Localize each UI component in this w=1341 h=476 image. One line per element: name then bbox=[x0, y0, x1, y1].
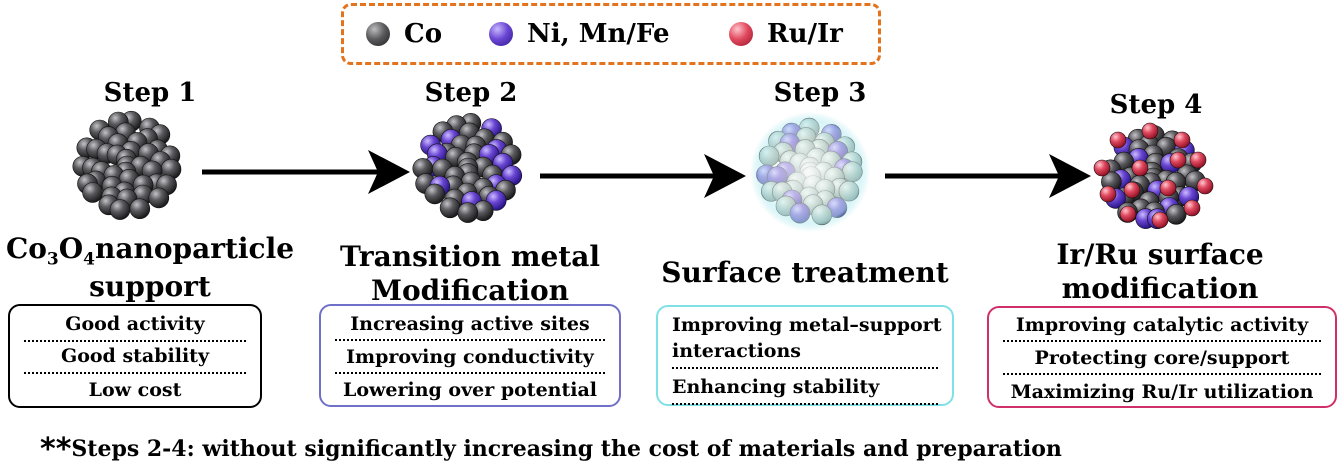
property-improving-conductivity: Improving conductivity bbox=[346, 346, 594, 368]
step-2-properties-box: Increasing active sites Improving conduc… bbox=[319, 304, 621, 407]
property-good-activity: Good activity bbox=[65, 313, 205, 335]
ru-ir-atom bbox=[1183, 199, 1201, 217]
step-1-label: Step 1 bbox=[103, 78, 197, 108]
step-4-properties-box: Improving catalytic activity Protecting … bbox=[987, 306, 1337, 408]
step-2-title-line2: Modification bbox=[370, 274, 570, 307]
property-maximizing-ru-ir-utilization: Maximizing Ru/Ir utilization bbox=[1010, 381, 1314, 403]
atom bbox=[148, 187, 170, 209]
step-1-properties-box: Good activity Good stability Low cost bbox=[8, 304, 262, 408]
step-1-title-line2: support bbox=[89, 270, 211, 303]
atom bbox=[439, 197, 461, 219]
legend-item-co: Co bbox=[366, 6, 442, 62]
particle-step-4 bbox=[1093, 122, 1214, 229]
property-protecting-core-support: Protecting core/support bbox=[1034, 347, 1290, 369]
ru-ir-atom bbox=[1131, 159, 1149, 177]
atom bbox=[129, 198, 151, 219]
atom bbox=[109, 199, 131, 220]
arrow-step-2-to-3 bbox=[540, 154, 746, 198]
property-increasing-active-sites: Increasing active sites bbox=[350, 313, 590, 335]
legend-label-co: Co bbox=[404, 19, 443, 49]
property-improving-metal-support: Improving metal–support bbox=[672, 314, 942, 336]
property-lowering-over-potential: Lowering over potential bbox=[342, 379, 597, 401]
particle-step-1 bbox=[72, 110, 182, 220]
step-2-label: Step 2 bbox=[424, 78, 518, 108]
step-1-title: Co3O4nanoparticle bbox=[5, 232, 295, 270]
atom bbox=[424, 183, 446, 205]
step-4-title-line2: modification bbox=[1061, 272, 1259, 305]
step-3-label: Step 3 bbox=[773, 78, 867, 108]
particle-step-3 bbox=[750, 112, 870, 232]
step-4-title-line1: Ir/Ru surface bbox=[1056, 238, 1264, 271]
property-interactions: interactions bbox=[672, 340, 801, 362]
surface-treatment-halo bbox=[750, 112, 870, 232]
property-good-stability: Good stability bbox=[60, 345, 209, 367]
ru-ir-atom-icon bbox=[729, 22, 753, 46]
co-atom-icon bbox=[366, 22, 390, 46]
ru-ir-atom bbox=[1119, 205, 1137, 223]
property-low-cost: Low cost bbox=[88, 379, 182, 401]
step-3-properties-box: Improving metal–support interactions Enh… bbox=[656, 305, 954, 406]
footnote-text: Steps 2-4: without significantly increas… bbox=[71, 436, 1062, 462]
property-improving-catalytic-activity: Improving catalytic activity bbox=[1015, 314, 1309, 336]
ru-ir-atom bbox=[1123, 181, 1141, 199]
ru-ir-atom bbox=[1189, 151, 1207, 169]
footnote-marker: ** bbox=[40, 432, 72, 467]
step-3-title: Surface treatment bbox=[661, 256, 949, 289]
step-4-label: Step 4 bbox=[1109, 90, 1203, 120]
ru-ir-atom bbox=[1196, 177, 1214, 195]
legend-item-ru-ir: Ru/Ir bbox=[729, 6, 843, 62]
footnote: **Steps 2-4: without significantly incre… bbox=[40, 432, 1062, 467]
property-enhancing-stability: Enhancing stability bbox=[672, 376, 880, 398]
atom bbox=[1165, 204, 1187, 225]
ru-ir-atom bbox=[1159, 179, 1177, 197]
ru-ir-atom bbox=[1173, 131, 1191, 149]
ru-ir-atom bbox=[1109, 131, 1127, 149]
atom bbox=[82, 182, 103, 203]
atom bbox=[457, 202, 479, 223]
ru-ir-atom bbox=[1093, 159, 1111, 177]
ni-mn-fe-atom-icon bbox=[489, 22, 513, 46]
legend: Co Ni, Mn/Fe Ru/Ir bbox=[341, 3, 881, 65]
arrow-step-3-to-4 bbox=[885, 154, 1091, 198]
legend-label-ni-mn-fe: Ni, Mn/Fe bbox=[527, 19, 670, 49]
ru-ir-atom bbox=[1099, 185, 1117, 203]
step-2-title-line1: Transition metal bbox=[340, 240, 600, 273]
legend-item-ni-mn-fe: Ni, Mn/Fe bbox=[489, 6, 670, 62]
ru-ir-atom bbox=[1141, 122, 1159, 140]
legend-label-ru-ir: Ru/Ir bbox=[767, 19, 843, 49]
ru-ir-atom bbox=[1169, 151, 1187, 169]
arrow-step-1-to-2 bbox=[202, 150, 410, 194]
ru-ir-atom bbox=[1151, 211, 1169, 229]
particle-step-2 bbox=[412, 113, 523, 223]
